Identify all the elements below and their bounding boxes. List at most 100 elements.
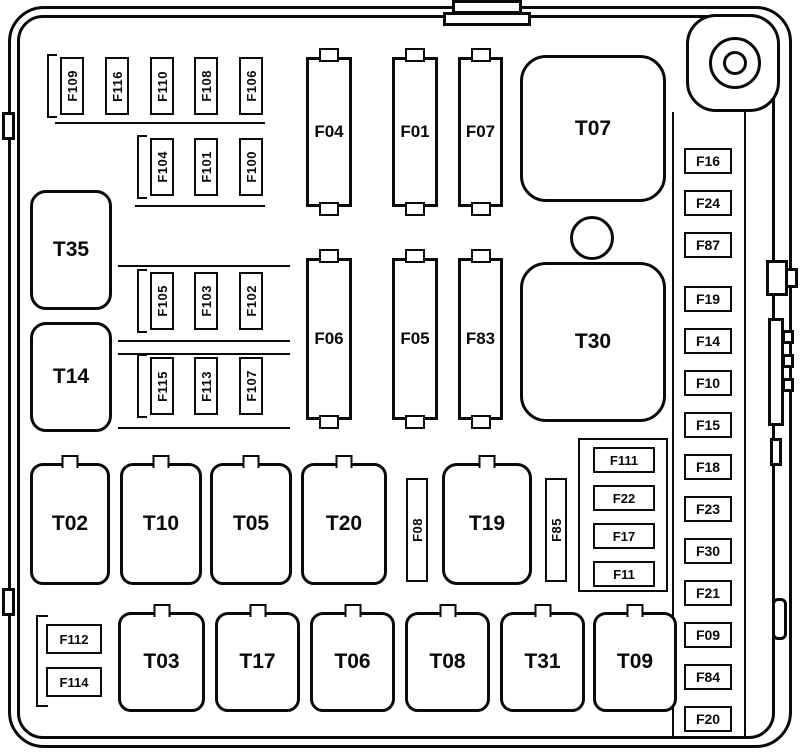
fuse-label: F08: [409, 518, 425, 542]
fuse-f115: F115: [150, 357, 174, 415]
fuse-label: F21: [695, 585, 721, 601]
relay-label: T02: [51, 512, 89, 535]
fuse-label: F109: [64, 70, 80, 102]
guide-line-mid1-top: [118, 265, 290, 267]
fuse-f18: F18: [684, 454, 732, 480]
fuse-label: F101: [198, 151, 214, 183]
fuse-f05: F05: [392, 258, 438, 420]
fuse-label: F17: [612, 528, 636, 544]
relay-t05: T05: [210, 463, 292, 585]
relay-label: T05: [232, 512, 270, 535]
relay-label: T19: [468, 512, 506, 535]
relay-label: T09: [616, 650, 654, 673]
comb-tooth-3: [782, 378, 794, 392]
fuse-f10: F10: [684, 370, 732, 396]
relay-label: T08: [429, 650, 466, 673]
fuse-f08: F08: [406, 478, 428, 582]
fuse-label: F24: [695, 195, 721, 211]
fuse-label: F83: [465, 329, 496, 348]
comb-tooth-2: [782, 354, 794, 368]
fuse-f106: F106: [239, 57, 263, 115]
relay-label: T31: [524, 650, 561, 673]
fuse-label: F05: [400, 329, 430, 348]
relay-label: T03: [143, 650, 180, 673]
fuse-label: F87: [695, 237, 721, 253]
bracket-row1: [47, 54, 57, 118]
relay-t02: T02: [30, 463, 110, 585]
relay-t10: T10: [120, 463, 202, 585]
guide-line-row2: [135, 205, 265, 207]
fuse-label: F106: [243, 70, 259, 102]
relay-label: T35: [52, 238, 90, 261]
fuse-label: F105: [154, 285, 170, 317]
fuse-label: F102: [243, 285, 259, 317]
relay-label: T06: [334, 650, 371, 673]
fuse-label: F111: [609, 452, 639, 468]
bracket-mid2: [137, 354, 147, 418]
guide-line-mid1-bottom: [118, 340, 290, 342]
fuse-f22: F22: [593, 485, 655, 511]
guide-line-mid2-bottom: [118, 427, 290, 429]
fuse-label: F22: [612, 490, 636, 506]
fuse-label: F09: [695, 627, 721, 643]
relay-t08: T08: [405, 612, 490, 712]
relay-t19: T19: [442, 463, 532, 585]
fuse-f01: F01: [392, 57, 438, 207]
fuse-label: F14: [695, 333, 721, 349]
bracket-bottom-left: [36, 615, 48, 707]
bolt-hole-outer-circle: [709, 37, 761, 89]
fuse-f15: F15: [684, 412, 732, 438]
fuse-f84: F84: [684, 664, 732, 690]
fuse-f04: F04: [306, 57, 352, 207]
fuse-f17: F17: [593, 523, 655, 549]
bolt-hole-inner-circle: [723, 51, 747, 75]
edge-connector-mid: [770, 438, 782, 466]
fuse-f20: F20: [684, 706, 732, 732]
relay-label: T07: [574, 116, 612, 140]
guide-line-mid2-top: [118, 353, 290, 355]
relay-t35: T35: [30, 190, 112, 310]
fuse-label: F113: [198, 370, 214, 402]
fuse-f19: F19: [684, 286, 732, 312]
fuse-f105: F105: [150, 272, 174, 330]
mount-circle: [570, 216, 614, 260]
fuse-label: F20: [695, 711, 721, 727]
fuse-stack-box: F111 F22 F17 F11: [578, 438, 668, 592]
fuse-label: F23: [695, 501, 721, 517]
relay-t03: T03: [118, 612, 205, 712]
comb-tooth-1: [782, 330, 794, 344]
fuse-f101: F101: [194, 138, 218, 196]
fuse-f116: F116: [105, 57, 129, 115]
fuse-label: F107: [243, 370, 259, 402]
relay-t30: T30: [520, 262, 666, 422]
fuse-f103: F103: [194, 272, 218, 330]
mounting-boss: [686, 14, 780, 112]
fuse-f102: F102: [239, 272, 263, 330]
bracket-mid1: [137, 269, 147, 333]
fuse-f114: F114: [46, 667, 102, 697]
fuse-f104: F104: [150, 138, 174, 196]
fuse-label: F108: [198, 70, 214, 102]
fuse-f110: F110: [150, 57, 174, 115]
edge-connector-upper-tip: [788, 268, 798, 288]
fuse-f111: F111: [593, 447, 655, 473]
top-tab-lower: [443, 12, 531, 26]
fuse-label: F30: [695, 543, 721, 559]
fuse-f85: F85: [545, 478, 567, 582]
enclosure-outer-outline: [8, 6, 792, 748]
fuse-label: F15: [695, 417, 721, 433]
fuse-f30: F30: [684, 538, 732, 564]
edge-connector-lower: [772, 598, 787, 640]
fuse-label: F19: [695, 291, 721, 307]
fuse-f07: F07: [458, 57, 503, 207]
relay-label: T17: [239, 650, 276, 673]
relay-t07: T07: [520, 55, 666, 202]
fuse-f21: F21: [684, 580, 732, 606]
fuse-label: F07: [465, 122, 496, 141]
relay-t14: T14: [30, 322, 112, 432]
fuse-label: F115: [154, 370, 170, 402]
fuse-label: F04: [314, 122, 344, 141]
left-edge-notch-upper: [2, 112, 15, 140]
fuse-label: F10: [695, 375, 721, 391]
